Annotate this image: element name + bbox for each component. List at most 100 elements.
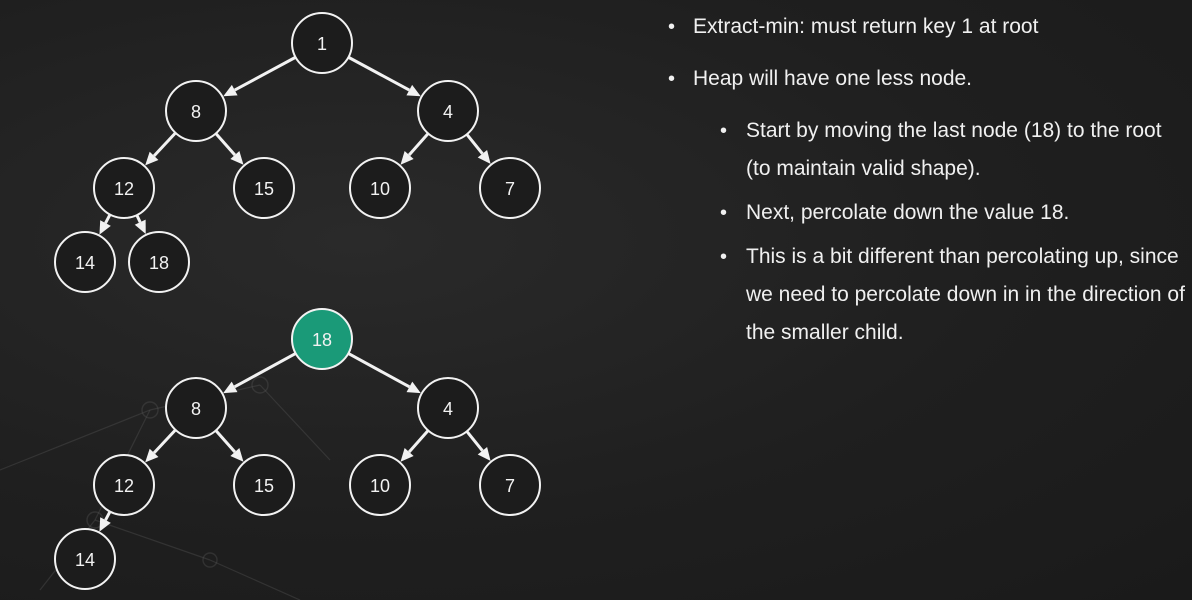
heap-node-10: 10 xyxy=(349,454,411,516)
edge-line xyxy=(347,55,410,92)
node-key-label: 15 xyxy=(254,476,274,496)
arrow-head-icon xyxy=(223,381,238,394)
node-circle xyxy=(93,454,155,516)
node-circle xyxy=(291,12,353,74)
node-circle xyxy=(479,454,541,516)
edge-arrow-4-to-10 xyxy=(400,429,430,462)
node-circle xyxy=(291,308,353,370)
node-circle xyxy=(349,454,411,516)
edges-layer xyxy=(99,55,491,532)
bullet-dot-icon: • xyxy=(720,120,728,142)
heap-node-14: 14 xyxy=(54,528,116,590)
edge-line xyxy=(408,429,430,454)
arrow-head-icon xyxy=(134,219,146,234)
heap-node-4: 4 xyxy=(417,377,479,439)
heap-node-15: 15 xyxy=(233,157,295,219)
edge-arrow-4-to-7 xyxy=(465,430,491,461)
edge-arrow-8-to-15 xyxy=(214,132,244,165)
edge-line xyxy=(347,352,411,389)
node-circle xyxy=(165,80,227,142)
arrow-head-icon xyxy=(145,151,159,166)
edge-arrow-1-to-8 xyxy=(223,55,297,97)
heap-node-18: 18 xyxy=(128,231,190,293)
arrow-head-icon xyxy=(145,448,159,463)
bullet-text: This is a bit different than percolating… xyxy=(746,245,1185,344)
node-key-label: 12 xyxy=(114,476,134,496)
arrow-head-icon xyxy=(230,448,244,462)
node-circle xyxy=(479,157,541,219)
bullet-smaller-child: • This is a bit different than percolati… xyxy=(668,238,1188,352)
node-key-label: 1 xyxy=(317,34,327,54)
heap-node-18: 18 xyxy=(291,308,353,370)
bullet-percolate-down: • Next, percolate down the value 18. xyxy=(668,194,1188,232)
bullet-one-less-node: • Heap will have one less node. xyxy=(668,60,1188,98)
edge-arrow-8-to-15 xyxy=(214,429,244,462)
bullet-dot-icon: • xyxy=(668,68,676,90)
edge-line xyxy=(104,510,112,521)
edge-line xyxy=(214,429,236,454)
node-circle xyxy=(54,528,116,590)
node-circle xyxy=(54,231,116,293)
bullet-text: Heap will have one less node. xyxy=(693,67,973,90)
heap-node-8: 8 xyxy=(165,80,227,142)
node-key-label: 4 xyxy=(443,102,453,122)
heap-node-1: 1 xyxy=(291,12,353,74)
node-key-label: 18 xyxy=(149,253,169,273)
edge-line xyxy=(214,132,236,157)
node-circle xyxy=(93,157,155,219)
edge-arrow-18-to-4 xyxy=(347,352,421,394)
node-circle xyxy=(417,80,479,142)
edge-arrow-4-to-10 xyxy=(400,132,430,165)
node-circle xyxy=(128,231,190,293)
edge-arrow-8-to-12 xyxy=(145,428,177,463)
edge-line xyxy=(234,55,297,92)
edge-line xyxy=(465,133,484,155)
node-key-label: 14 xyxy=(75,253,95,273)
bullet-text: Next, percolate down the value 18. xyxy=(746,201,1070,224)
heap-node-10: 10 xyxy=(349,157,411,219)
edge-line xyxy=(135,214,142,223)
arrow-head-icon xyxy=(99,517,111,532)
edge-line xyxy=(465,430,484,452)
arrow-head-icon xyxy=(99,220,111,235)
edge-line xyxy=(152,428,177,454)
node-key-label: 8 xyxy=(191,399,201,419)
edge-line xyxy=(408,132,430,157)
arrow-head-icon xyxy=(406,381,421,394)
heap-node-12: 12 xyxy=(93,157,155,219)
bullet-dot-icon: • xyxy=(720,246,728,268)
bullet-extract-min: • Extract-min: must return key 1 at root xyxy=(668,8,1188,46)
node-key-label: 12 xyxy=(114,179,134,199)
node-circle xyxy=(233,454,295,516)
bullet-text: Extract-min: must return key 1 at root xyxy=(693,15,1039,38)
edge-arrow-12-to-14 xyxy=(99,213,112,235)
node-key-label: 18 xyxy=(312,330,332,350)
explanation-bullets: • Extract-min: must return key 1 at root… xyxy=(668,8,1188,358)
bullet-dot-icon: • xyxy=(720,202,728,224)
edge-line xyxy=(152,131,177,157)
node-key-label: 8 xyxy=(191,102,201,122)
node-key-label: 10 xyxy=(370,476,390,496)
edge-arrow-12-to-18 xyxy=(134,214,146,234)
arrow-head-icon xyxy=(477,149,491,164)
arrow-head-icon xyxy=(406,84,421,97)
heap-node-12: 12 xyxy=(93,454,155,516)
node-circle xyxy=(165,377,227,439)
bullet-move-last-node: • Start by moving the last node (18) to … xyxy=(668,112,1188,188)
edge-arrow-18-to-8 xyxy=(223,352,297,394)
heap-node-15: 15 xyxy=(233,454,295,516)
node-key-label: 7 xyxy=(505,179,515,199)
edge-arrow-12-to-14 xyxy=(99,510,112,532)
edge-arrow-1-to-4 xyxy=(347,55,421,97)
node-key-label: 7 xyxy=(505,476,515,496)
node-circle xyxy=(349,157,411,219)
arrow-head-icon xyxy=(400,448,414,462)
heap-node-7: 7 xyxy=(479,454,541,516)
node-circle xyxy=(233,157,295,219)
heap-node-8: 8 xyxy=(165,377,227,439)
heap-node-14: 14 xyxy=(54,231,116,293)
node-key-label: 10 xyxy=(370,179,390,199)
edge-arrow-4-to-7 xyxy=(465,133,491,164)
